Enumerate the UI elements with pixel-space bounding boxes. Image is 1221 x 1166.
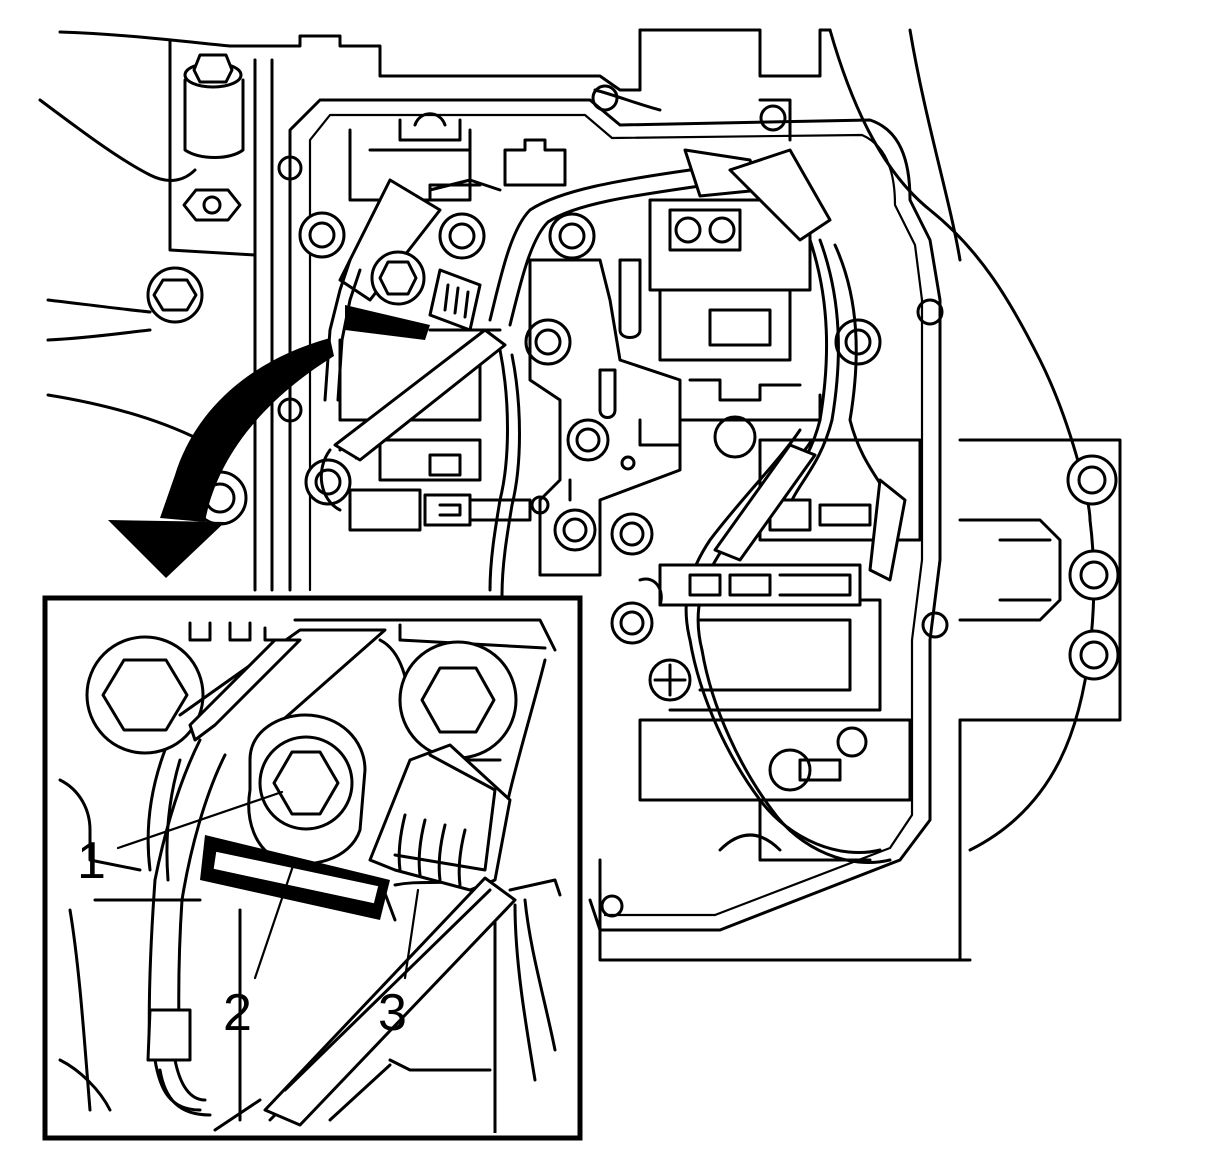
case-bolt-left-3 xyxy=(146,266,204,324)
detail-inset: 1 2 3 xyxy=(42,595,583,1141)
callout-3: 3 xyxy=(378,984,407,1042)
flange-bolts xyxy=(1066,454,1120,681)
magnify-arrow xyxy=(108,338,334,578)
wire-harness xyxy=(319,148,907,865)
case-bolt-left-2 xyxy=(182,188,242,222)
gasket-holes xyxy=(277,84,949,918)
callout-1: 1 xyxy=(77,832,106,890)
transmission-case xyxy=(38,28,1122,962)
callout-2: 2 xyxy=(223,984,252,1042)
valve-body xyxy=(298,112,922,862)
speed-sensor-detail-source xyxy=(323,178,502,402)
valve-body-gasket xyxy=(288,88,942,932)
case-bolt-top-left xyxy=(183,53,245,159)
